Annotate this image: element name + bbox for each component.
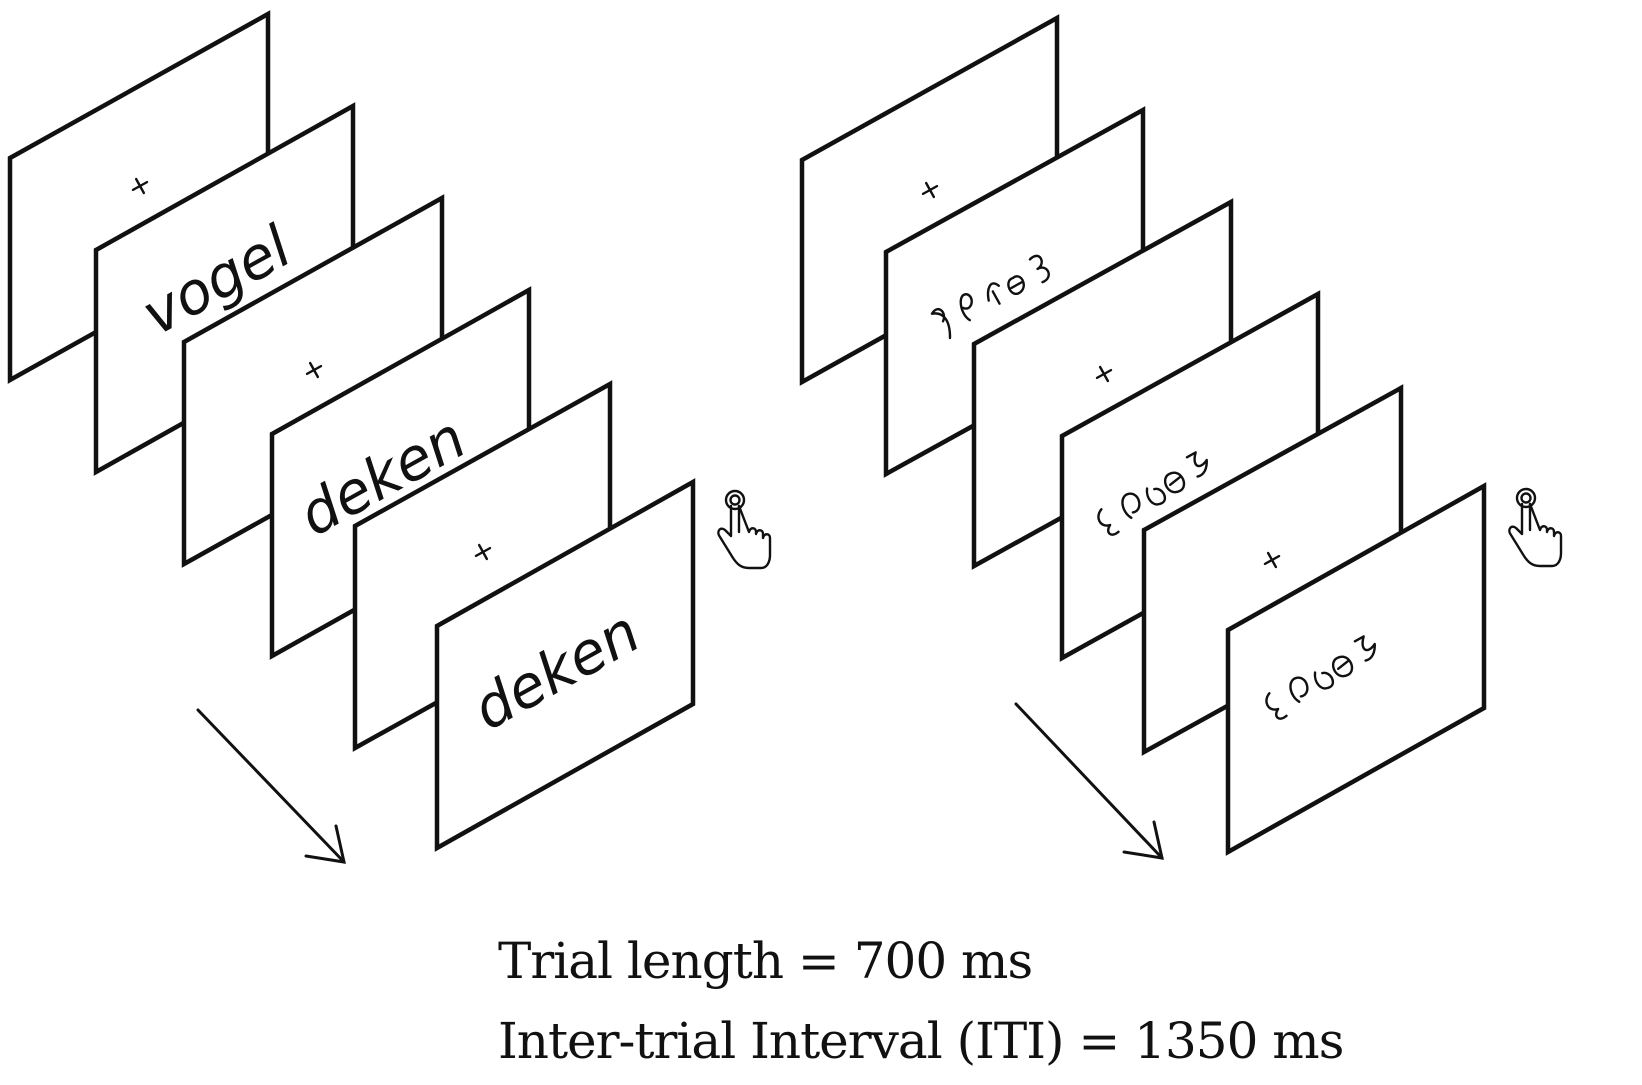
fixation-cross xyxy=(474,543,492,561)
right-frame-6 xyxy=(1225,482,1487,856)
trial-length-caption: Trial length = 700 ms xyxy=(498,932,1033,990)
fixation-cross xyxy=(1263,551,1281,569)
time-arrow xyxy=(196,708,346,864)
fixation-cross xyxy=(305,361,323,379)
time-arrow xyxy=(1014,702,1164,860)
iti-caption: Inter-trial Interval (ITI) = 1350 ms xyxy=(498,1012,1344,1070)
left-sequence: vogel deken deken xyxy=(7,10,772,864)
left-frame-6: deken xyxy=(434,478,696,852)
pointing-hand-icon xyxy=(1508,487,1563,568)
pointing-hand-icon xyxy=(717,489,772,570)
fixation-cross xyxy=(1095,365,1113,383)
right-sequence xyxy=(799,14,1563,860)
fixation-cross xyxy=(131,177,149,195)
fixation-cross xyxy=(921,181,939,199)
